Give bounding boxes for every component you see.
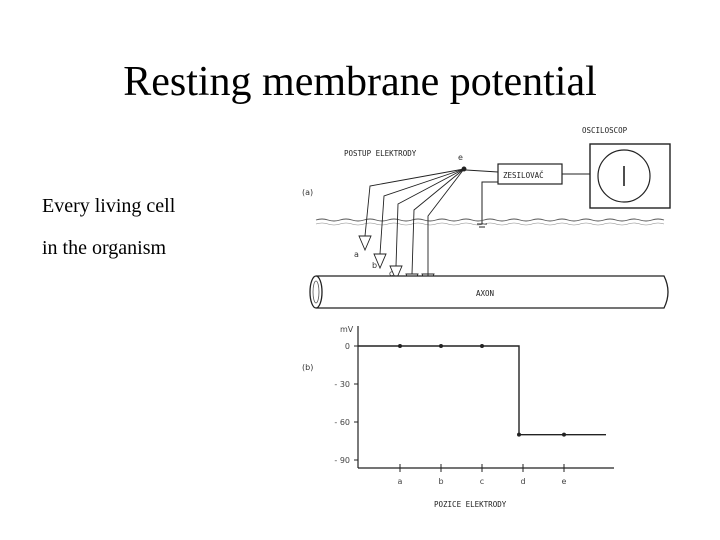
ground-wire xyxy=(481,181,498,224)
junction-to-amp-wire xyxy=(465,169,499,173)
slide-title: Resting membrane potential xyxy=(123,59,597,105)
bath-surface-line xyxy=(315,218,665,222)
electrode-label-c: c xyxy=(389,269,393,278)
oscilloscope-screen xyxy=(597,149,651,203)
x-axis-label: POZICE ELEKTRODY xyxy=(434,500,507,509)
oscilloscope-label: OSCILOSCOP xyxy=(582,126,628,135)
electrode-label-a: a xyxy=(354,250,359,259)
electrode-positions xyxy=(358,166,467,290)
amplifier-label: ZESILOVAČ xyxy=(503,171,544,180)
electrode-advance-label: POSTUP ELEKTRODY xyxy=(344,149,417,158)
y-tick-label: - 90 xyxy=(334,456,350,465)
data-point-e xyxy=(562,432,566,437)
axon-label: AXON xyxy=(476,289,494,298)
y-axis-label: mV xyxy=(340,325,354,334)
text-line-2: in the organism xyxy=(42,237,167,259)
oscilloscope-box xyxy=(589,143,671,209)
panel-b-label: (b) xyxy=(302,363,313,372)
data-point-d xyxy=(517,432,521,437)
electrode-diagram: (a) POSTUP ELEKTRODY e OSCILOSCOP ZESILO… xyxy=(302,126,671,509)
axon xyxy=(309,275,669,309)
y-tick-label: 0 xyxy=(345,342,350,351)
x-tick-label: b xyxy=(438,477,443,486)
x-tick-label: c xyxy=(480,477,484,486)
text-line-1: Every living cell xyxy=(42,195,176,217)
data-point-a xyxy=(398,344,402,348)
bath-surface-line-2 xyxy=(315,222,665,226)
potential-trace-line xyxy=(358,345,606,436)
x-tick-label: e xyxy=(562,477,567,486)
panel-a-label: (a) xyxy=(302,188,313,197)
data-point-b xyxy=(439,344,443,348)
data-point-c xyxy=(480,344,484,348)
y-tick-label: - 30 xyxy=(334,380,350,389)
x-tick-label: d xyxy=(520,477,525,486)
x-tick-label: a xyxy=(398,477,403,486)
electrode-label-b: b xyxy=(372,261,377,270)
y-tick-label: - 60 xyxy=(334,418,350,427)
junction-label: e xyxy=(458,153,463,162)
